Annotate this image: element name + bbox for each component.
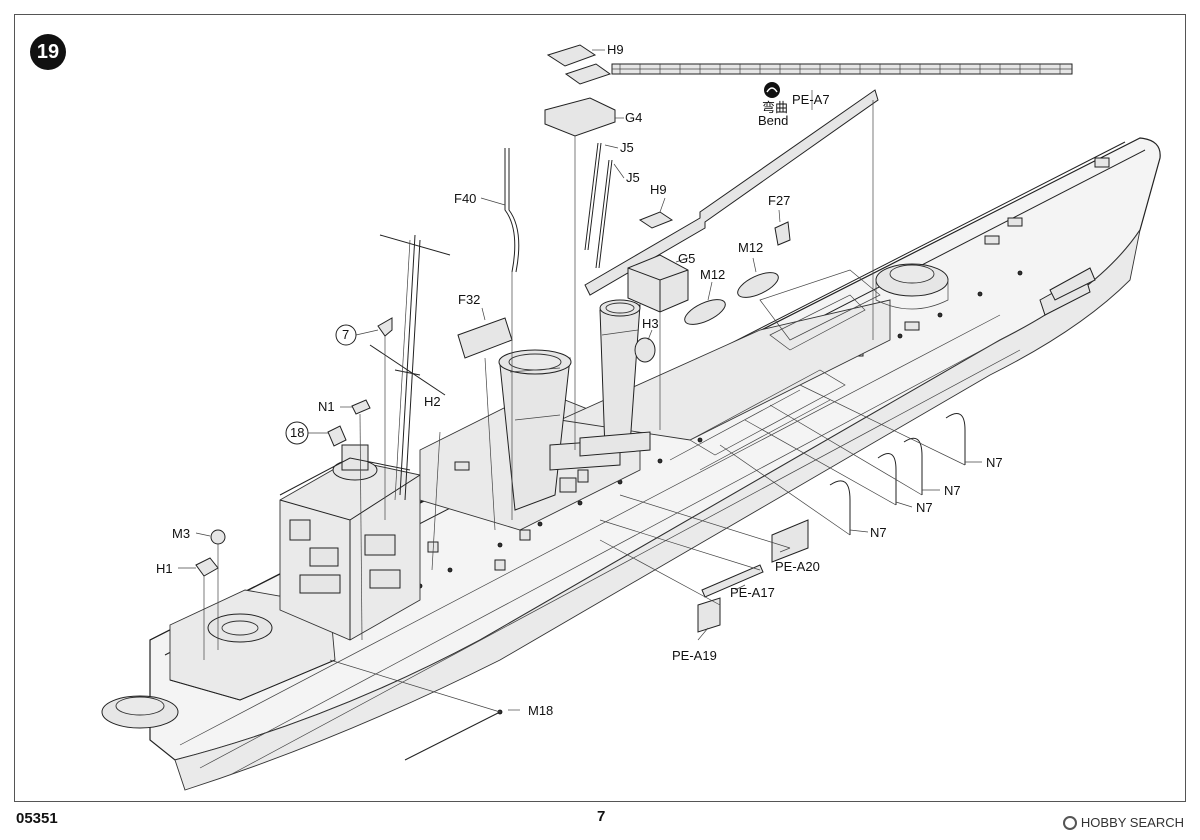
m12-boat-a [684,299,726,325]
hull-side [174,229,1141,791]
h9-float-a [546,44,612,85]
hobby-search-logo-icon [1062,815,1077,830]
label-j5-a: J5 [620,140,634,155]
ship-hull [149,137,1161,791]
label-pe-a17: PE-A17 [730,585,775,600]
label-h3: H3 [642,316,659,331]
deck-rail-frame [759,269,881,351]
label-g5: G5 [678,251,695,266]
label-f40: F40 [454,191,476,206]
label-n7-d: N7 [870,525,887,540]
label-bend-cn: 弯曲 [762,100,788,115]
m12-boat-b [737,272,779,298]
m18-rod [404,709,503,761]
bend-icon [764,82,780,98]
label-pe-a19: PE-A19 [672,648,717,663]
label-j5-b: J5 [626,170,640,185]
n7-davits [829,413,966,535]
label-m12-b: M12 [738,240,763,255]
h3-part [634,337,656,363]
callout-7: 7 [335,324,357,346]
g4-part [544,97,616,137]
step-number-badge: 19 [30,34,66,70]
part-7-assembly [377,317,393,337]
label-m18: M18 [528,703,553,718]
label-g4: G4 [625,110,642,125]
label-bend-en: Bend [758,113,788,128]
label-pe-a7: PE-A7 [792,92,830,107]
callout-18: 18 [285,421,309,445]
funnel-base-plates [549,431,651,471]
label-f27: F27 [768,193,790,208]
hobby-search-brand: HOBBY SEARCH [1080,815,1184,830]
label-n7-a: N7 [986,455,1003,470]
page-frame [14,14,1186,802]
f40-pole [504,148,520,273]
m3-part [210,529,226,545]
f32-part [457,317,513,359]
h9-float-b [638,211,674,229]
boat-deck-platform [669,369,846,471]
bridge-superstructure [279,444,421,641]
part-18-assembly [327,425,347,447]
label-m3: M3 [172,526,190,541]
label-n1: N1 [318,399,335,414]
g5-box [627,254,689,313]
kit-number: 05351 [16,810,58,827]
label-h2: H2 [424,394,441,409]
label-h9-b: H9 [650,182,667,197]
forward-gun-turret [875,263,949,310]
j5-poles [584,142,613,269]
leader-lines [178,49,982,713]
label-h1: H1 [156,561,173,576]
h1-part [195,557,219,577]
pe-a7-railing-ticks [619,64,1061,74]
pe-a19-plate [697,597,721,633]
tripod-mast [369,234,451,501]
page-number: 7 [597,808,606,825]
label-7: 7 [342,327,349,342]
label-n7-c: N7 [916,500,933,515]
label-pe-a20: PE-A20 [775,559,820,574]
n1-part [351,399,371,415]
label-h9-a: H9 [607,42,624,57]
aft-deckhouse [169,589,336,701]
label-f32: F32 [458,292,480,307]
pe-a20-plate [771,519,809,563]
funnel-front [599,299,641,451]
label-n7-b: N7 [944,483,961,498]
label-18: 18 [290,425,304,440]
hobby-search-logo: HOBBY SEARCH [1062,815,1184,830]
label-m12-a: M12 [700,267,725,282]
funnel-rear [498,349,572,511]
f27-part [774,221,791,246]
pe-a17-strip [701,564,764,598]
rear-gun-turret [101,695,179,729]
